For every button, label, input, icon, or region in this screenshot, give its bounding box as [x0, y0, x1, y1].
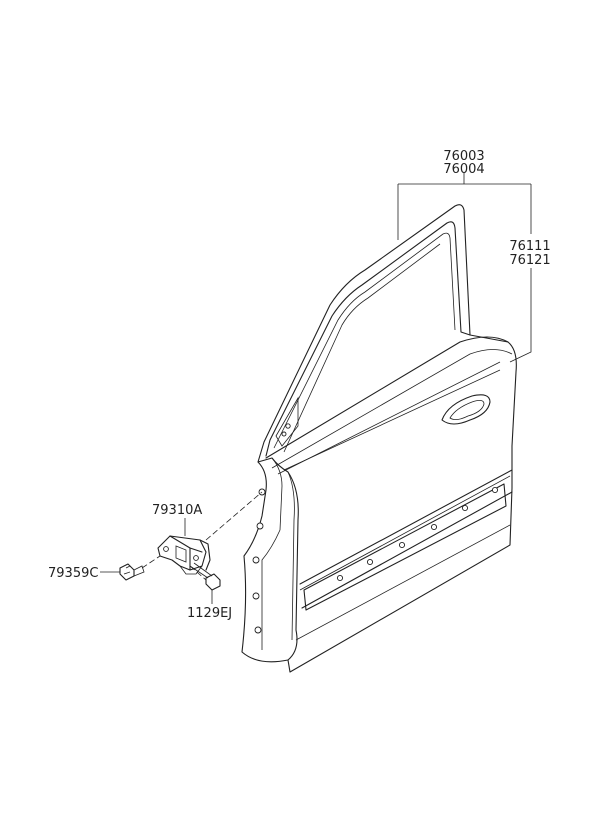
label-door-assembly-1: 76003 [443, 149, 484, 164]
hinge-bolt-79359c [119, 563, 145, 581]
door-hinge [157, 535, 211, 575]
label-door-panel-1: 76111 [509, 239, 550, 254]
leader-lines [100, 172, 532, 604]
label-hinge-screw: 1129EJ [187, 606, 232, 621]
front-door-panel [241, 204, 517, 673]
label-hinge: 79310A [152, 503, 202, 518]
label-door-assembly-2: 76004 [443, 162, 484, 177]
hinge-screw-1129ej [189, 562, 221, 591]
label-door-panel-2: 76121 [509, 253, 550, 268]
label-hinge-bolt: 79359C [48, 566, 98, 581]
